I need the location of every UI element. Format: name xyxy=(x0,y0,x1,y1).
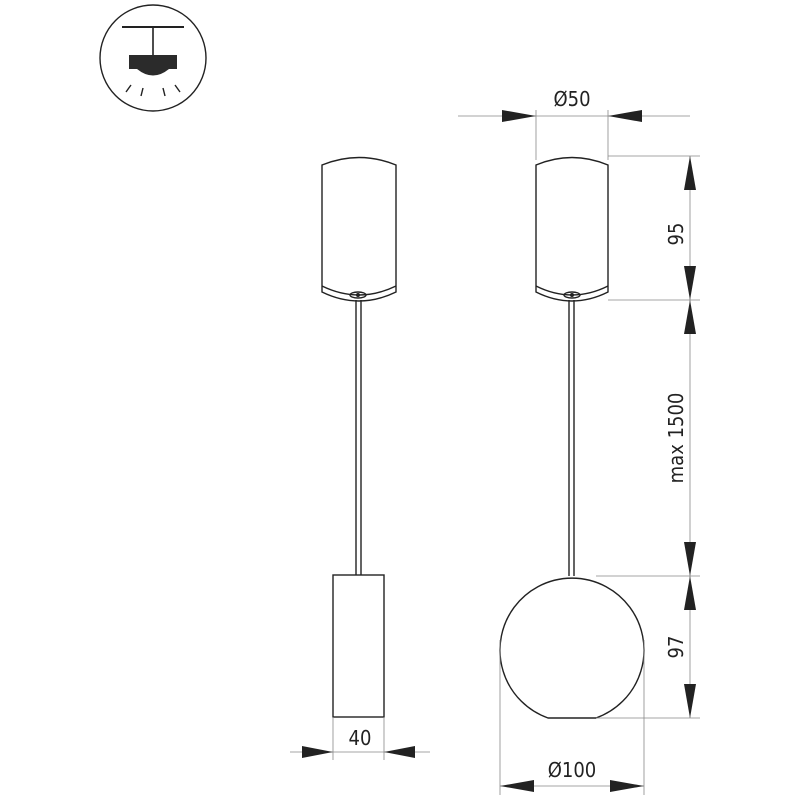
canopy-diameter-label: Ø50 xyxy=(553,87,590,111)
pendant-mount-icon xyxy=(99,4,207,112)
canopy-height-label: 95 xyxy=(664,223,688,246)
sphere-diameter-label: Ø100 xyxy=(548,758,597,782)
right-lamp-sphere xyxy=(499,577,645,719)
vertical-dimension-chain: 95 max 1500 97 xyxy=(596,155,700,719)
sphere-height-label: 97 xyxy=(664,636,688,659)
sphere-diameter-dimension: Ø100 xyxy=(499,640,645,795)
left-lamp-cable xyxy=(355,300,362,575)
right-lamp-cable xyxy=(568,300,575,576)
left-lamp-cylinder xyxy=(332,574,385,718)
cylinder-diameter-label: 40 xyxy=(349,726,372,750)
cable-length-label: max 1500 xyxy=(664,393,688,484)
right-lamp-canopy xyxy=(535,156,609,302)
left-lamp-canopy xyxy=(321,156,397,302)
canopy-diameter-dimension: Ø50 xyxy=(458,87,690,160)
left-width-dimension: 40 xyxy=(290,717,430,760)
